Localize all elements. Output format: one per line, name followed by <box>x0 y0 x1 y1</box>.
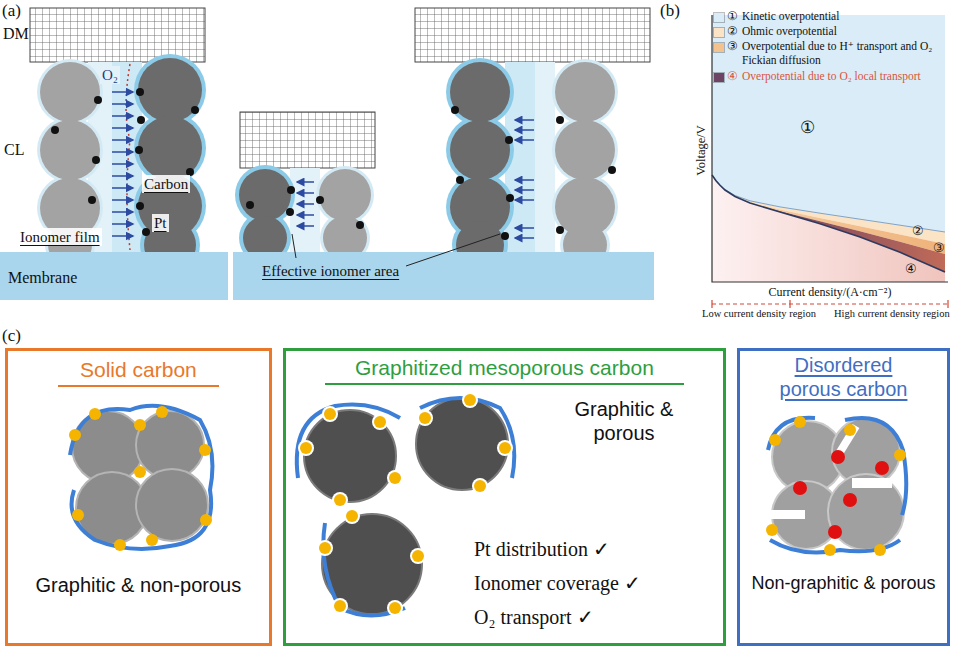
catalyst-layer-sketch <box>0 8 228 300</box>
callout-number: ① <box>800 118 815 138</box>
legend-text: Kinetic overpotential <box>742 10 948 24</box>
legend-swatch <box>714 73 724 82</box>
box-title: Disordered porous carbon <box>769 353 919 401</box>
callout-number: ③ <box>933 240 945 256</box>
callout-number: ④ <box>905 261 917 277</box>
layer-label: CL <box>4 140 24 159</box>
box-text: Non-graphitic & porous <box>744 573 944 595</box>
legend-swatch <box>714 13 724 22</box>
part-label: Ionomer film <box>18 228 102 246</box>
panel-label: (a) <box>2 1 21 21</box>
box-title: Graphitized mesoporous carbon <box>325 355 684 385</box>
carbon-support-box: Disordered porous carbonNon-graphitic & … <box>737 348 950 646</box>
panel-label: (b) <box>660 1 680 21</box>
carbon-support-box: Solid carbonGraphitic & non-porous <box>5 348 272 646</box>
axis-title: Current density/(A·cm⁻²) <box>769 285 892 299</box>
panel-label: (c) <box>2 326 21 346</box>
check-item: Pt distribution ✓ <box>474 537 610 561</box>
callout-number: ② <box>727 25 738 39</box>
axis-title: Voltage/V <box>694 125 709 175</box>
legend-swatch <box>714 28 724 37</box>
part-label: Effective ionomer area <box>262 262 399 280</box>
callout-number: ② <box>912 223 924 239</box>
box-text: Graphitic & porous <box>554 397 694 445</box>
legend-swatch <box>714 43 724 52</box>
layer-label: DM <box>3 24 29 43</box>
check-item: Ionomer coverage ✓ <box>474 571 641 595</box>
part-label: Carbon <box>142 175 190 193</box>
box-text: Graphitic & non-porous <box>36 573 242 597</box>
region-label: High current density region <box>834 308 950 321</box>
legend-text: Overpotential due to H⁺ transport and O₂… <box>742 40 948 68</box>
solid-carbon-sketch <box>69 406 212 551</box>
legend-text: Overpotential due to O₂ local transport <box>742 70 948 84</box>
legend-text: Ohmic overpotential <box>742 25 948 39</box>
check-item: O₂ transport ✓ <box>474 605 594 629</box>
part-label: Pt <box>152 214 169 232</box>
layer-label: Membrane <box>8 268 77 287</box>
polarization-chart <box>712 15 948 308</box>
disordered-carbon-sketch <box>766 416 906 556</box>
region-label: Low current density region <box>702 308 816 321</box>
callout-number: ① <box>727 10 738 24</box>
callout-number: ③ <box>727 40 738 54</box>
gas-label: O₂ <box>100 66 120 84</box>
carbon-support-box: Graphitized mesoporous carbonGraphitic &… <box>283 348 726 646</box>
callout-number: ④ <box>727 70 738 84</box>
catalyst-layer-sketch <box>233 8 654 300</box>
box-title: Solid carbon <box>58 357 219 387</box>
